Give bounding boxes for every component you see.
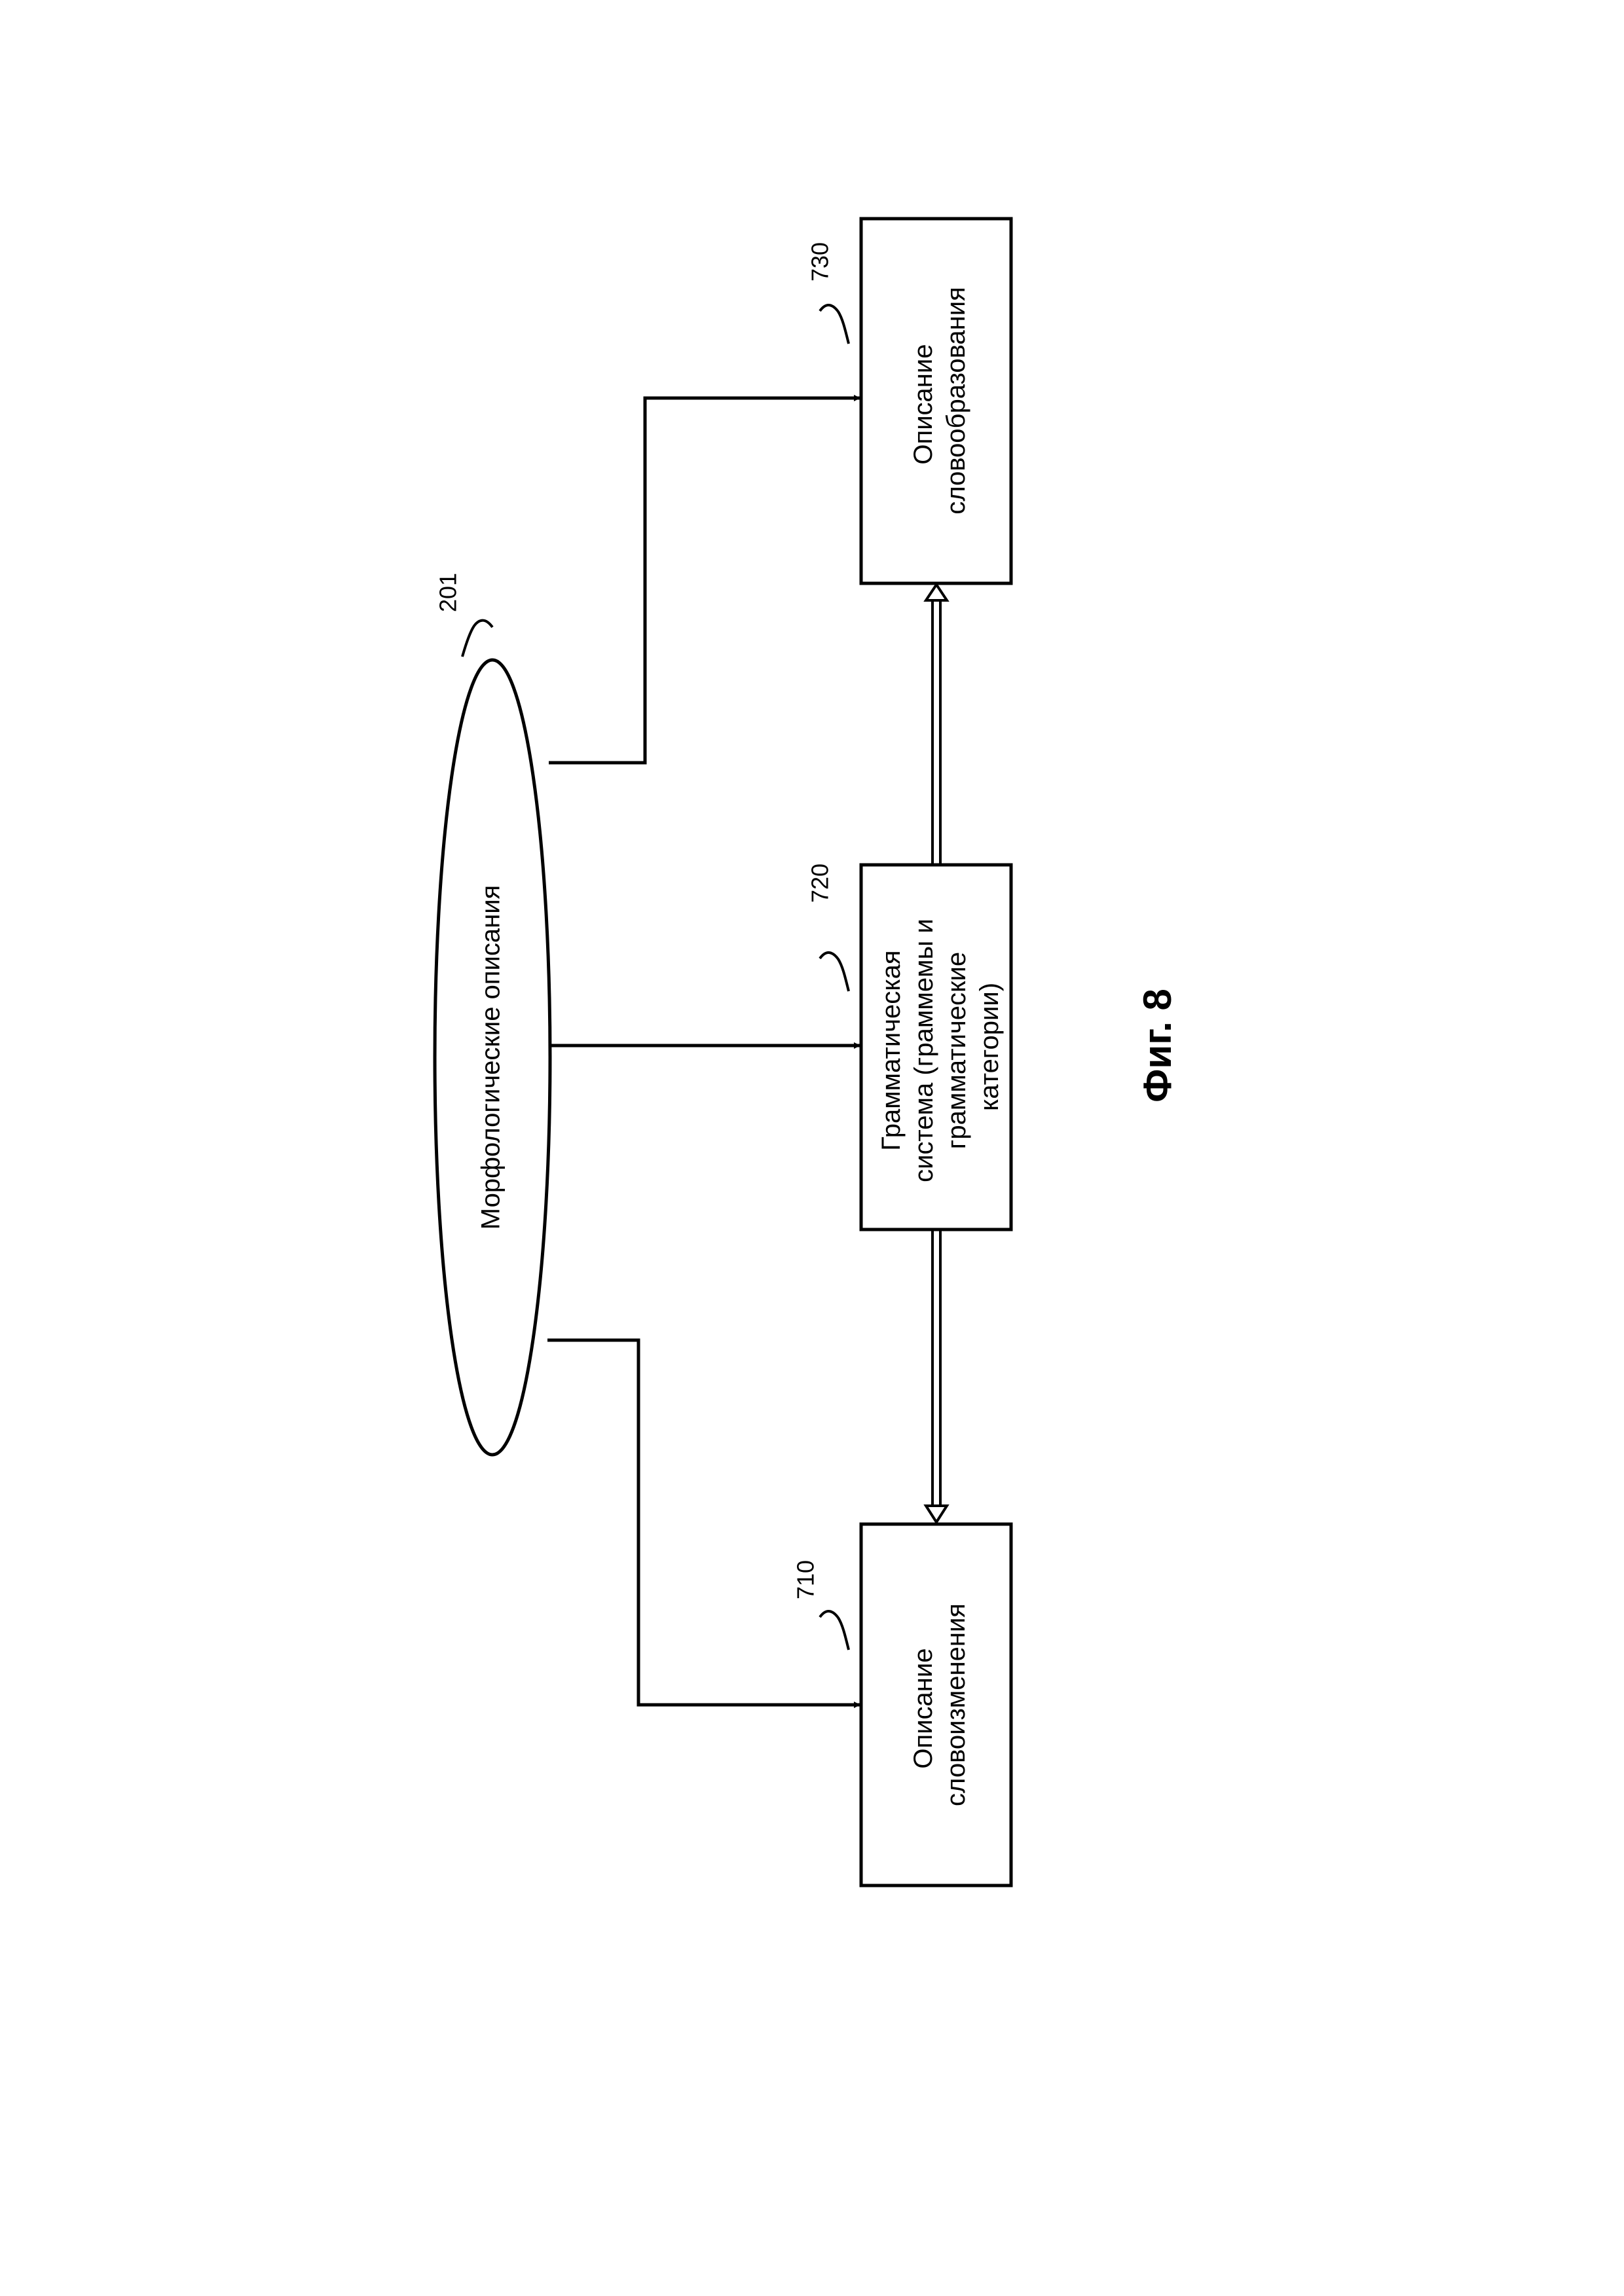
double-arrow-grammar-to-derivation [926,585,947,864]
ref-730-leader [820,305,849,344]
ref-710-leader [820,1611,849,1650]
ref-710: 710 [792,1560,849,1650]
ref-730: 730 [807,242,849,344]
figure-label: Фиг. 8 [1135,989,1179,1102]
morphological-descriptions-node: Морфологические описания [435,660,550,1455]
connector-morph-to-derivation [549,398,860,763]
double-arrow-up-head [926,585,947,600]
ref-720-label: 720 [807,864,834,903]
double-arrow-grammar-to-inflection [926,1231,947,1522]
connector-morph-to-inflection [547,1340,860,1705]
ref-201: 201 [435,573,492,657]
double-arrow-down-head [926,1506,947,1522]
ref-201-label: 201 [435,573,462,612]
morphological-descriptions-label: Морфологические описания [477,885,506,1230]
ref-201-leader [462,621,492,657]
grammatical-system-node: Грамматическая система (граммемы и грамм… [861,865,1011,1230]
inflection-description-node: Описание словоизменения [861,1524,1011,1886]
ref-720-leader [820,953,849,991]
ref-720: 720 [807,864,849,991]
ref-710-label: 710 [792,1560,819,1599]
ref-730-label: 730 [807,242,834,282]
derivation-description-node: Описание словообразования [861,219,1011,583]
